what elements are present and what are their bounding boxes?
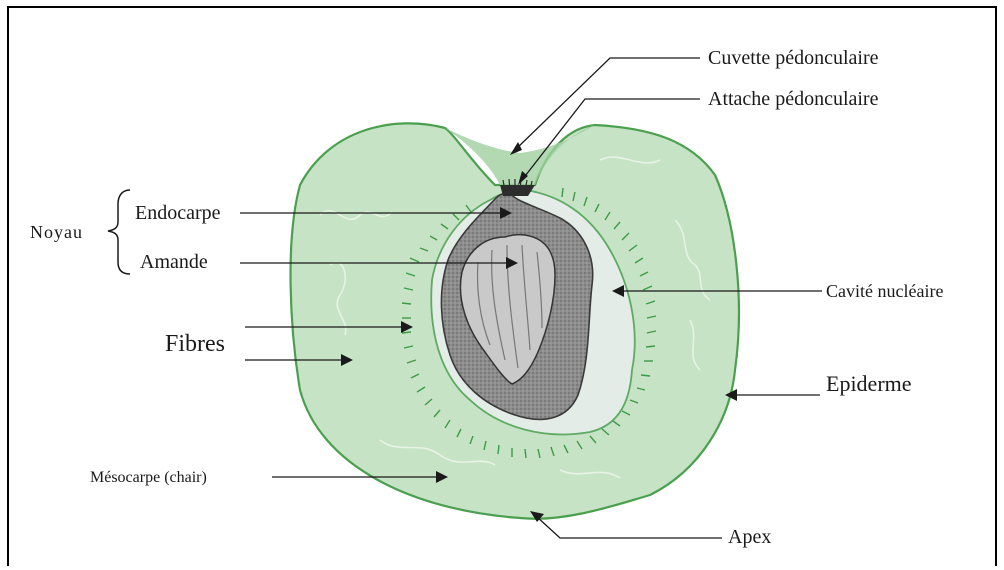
label-fibres: Fibres bbox=[165, 331, 225, 357]
label-cavite: Cavité nucléaire bbox=[826, 281, 943, 301]
noyau-brace bbox=[108, 190, 130, 274]
label-apex: Apex bbox=[728, 526, 771, 548]
label-endocarpe: Endocarpe bbox=[135, 202, 221, 224]
label-attache: Attache pédonculaire bbox=[708, 88, 879, 110]
label-amande: Amande bbox=[140, 251, 208, 273]
label-epiderme: Epiderme bbox=[826, 371, 912, 396]
label-noyau: Noyau bbox=[30, 222, 83, 242]
label-cuvette: Cuvette pédonculaire bbox=[708, 47, 879, 69]
label-mesocarpe: Mésocarpe (chair) bbox=[90, 469, 207, 486]
